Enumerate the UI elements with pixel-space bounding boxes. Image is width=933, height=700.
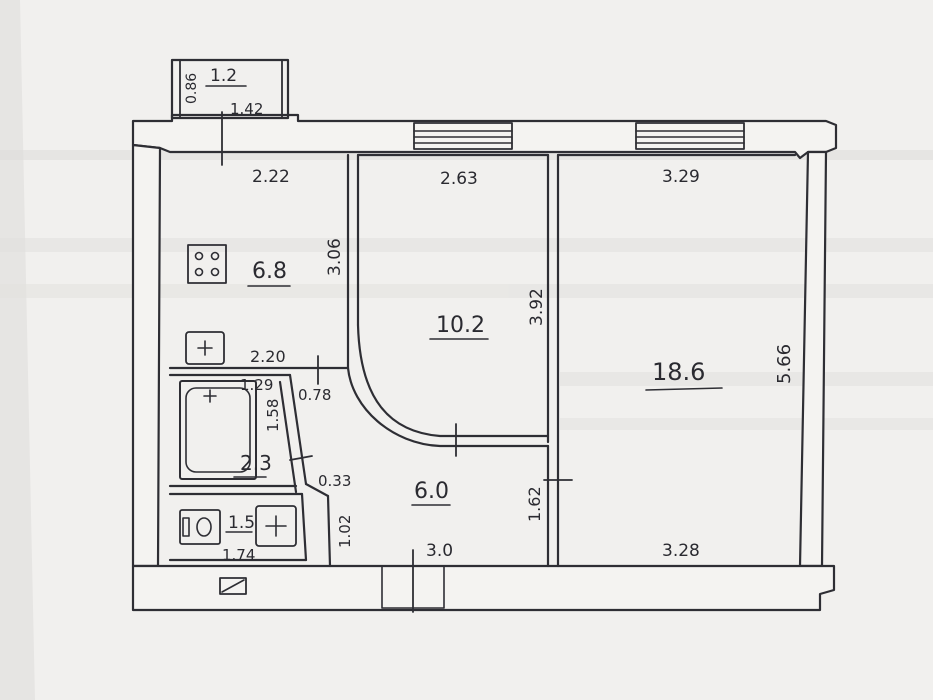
large-room-depth: 5.66 xyxy=(774,344,795,384)
hall-left-depth: 1.02 xyxy=(336,515,354,548)
balcony-width: 1.42 xyxy=(230,100,263,118)
middle-room-width: 2.63 xyxy=(440,169,478,189)
large-room-area: 18.6 xyxy=(652,358,705,386)
bathroom-width: 1.29 xyxy=(240,376,273,394)
hall-area: 6.0 xyxy=(414,479,449,504)
balcony-area: 1.2 xyxy=(210,66,237,86)
large-room-top-width: 3.29 xyxy=(662,167,700,187)
hall-jog-b: 0.33 xyxy=(318,472,351,490)
toilet-icon xyxy=(179,509,221,545)
bathroom-depth: 1.58 xyxy=(264,399,282,432)
interior-walls xyxy=(168,153,797,568)
sink-icon xyxy=(185,331,225,365)
kitchen-depth: 3.06 xyxy=(325,238,345,276)
vent-box-icon xyxy=(219,577,247,595)
toilet-area: 1.5 xyxy=(228,513,255,533)
kitchen-bottom-width: 2.20 xyxy=(250,347,286,366)
hall-right-depth: 1.62 xyxy=(525,486,544,522)
window-large-room xyxy=(635,122,745,150)
middle-room-depth: 3.92 xyxy=(527,288,547,326)
kitchen-area: 6.8 xyxy=(252,259,287,284)
paper-sheet xyxy=(20,0,933,700)
toilet-width: 1.74 xyxy=(222,546,255,564)
balcony-depth: 0.86 xyxy=(184,73,200,104)
room-labels: 1.2 0.86 1.42 2.22 6.8 3.06 2.20 2.63 10… xyxy=(184,66,795,564)
outer-walls xyxy=(131,113,838,612)
middle-room-area: 10.2 xyxy=(436,313,485,338)
bathtub-icon xyxy=(179,380,257,480)
stove-icon xyxy=(187,244,227,284)
kitchen-width: 2.22 xyxy=(252,167,290,187)
entrance-door-gap xyxy=(381,549,445,613)
large-room-bottom-width: 3.28 xyxy=(662,541,700,561)
door-marks xyxy=(289,355,573,481)
washbasin-icon xyxy=(255,505,297,547)
bathroom-area: 2.3 xyxy=(240,451,272,475)
hall-width: 3.0 xyxy=(426,541,453,561)
area-underlines xyxy=(205,85,723,533)
balcony xyxy=(170,58,290,166)
hall-jog-a: 0.78 xyxy=(298,386,331,404)
window-middle-room xyxy=(413,122,513,150)
